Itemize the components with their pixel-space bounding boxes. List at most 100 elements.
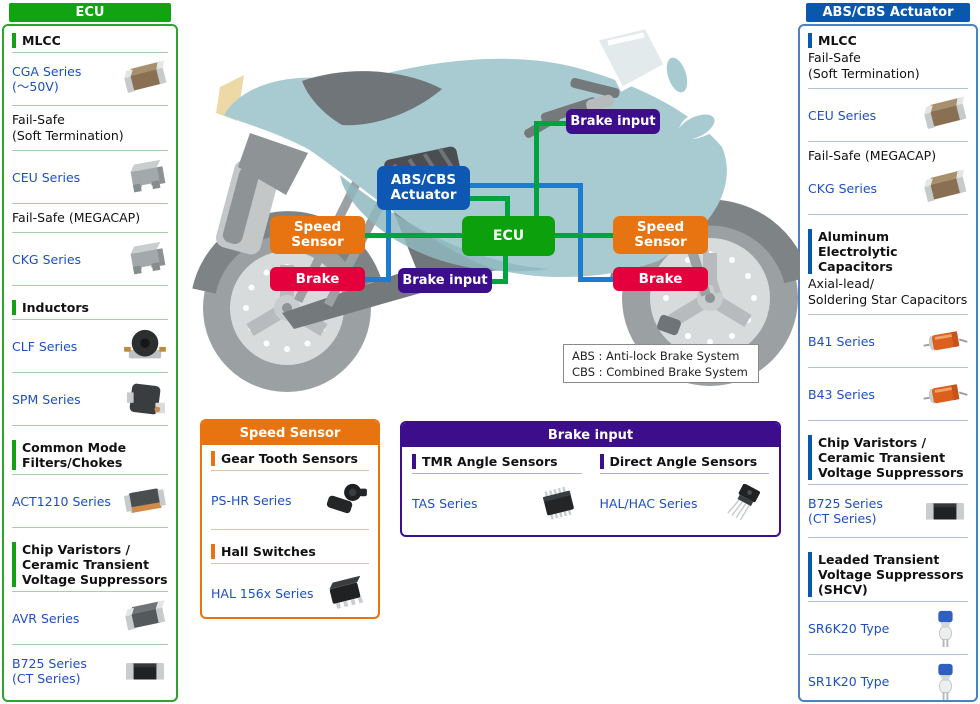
- diagram-box-brake-input-top[interactable]: Brake input: [566, 109, 660, 134]
- square-inductor-icon: [122, 380, 168, 418]
- sr1k20-type-link[interactable]: SR1K20 Type: [808, 673, 890, 689]
- avr-series-link[interactable]: AVR Series: [12, 610, 80, 626]
- leaded-suppressor-icon: [922, 662, 968, 700]
- section-heading-hall-switches: Hall Switches: [211, 544, 369, 559]
- b725-series-link[interactable]: B725 Series (CT Series): [12, 656, 87, 686]
- speed-sensor-panel-header: Speed Sensor: [202, 421, 378, 445]
- fail-safe-soft-termination-label: Fail-Safe (Soft Termination): [808, 50, 920, 81]
- clf-series-link[interactable]: CLF Series: [12, 338, 78, 354]
- axial-electrolytic-icon: [922, 322, 968, 360]
- heading-bar: [12, 300, 16, 315]
- actuator-right-brake-line: [470, 183, 583, 188]
- fail-safe-megacap-label: Fail-Safe (MEGACAP): [808, 148, 937, 163]
- divider: [12, 203, 168, 204]
- section-heading-mlcc: MLCC: [12, 33, 168, 48]
- section-heading-tmr-angle: TMR Angle Sensors: [412, 454, 582, 469]
- speed-sensor-panel: Speed Sensor Gear Tooth Sensors PS-HR Se…: [200, 419, 380, 619]
- ecu-panel-header: ECU: [9, 3, 171, 22]
- heading-bar: [211, 451, 215, 466]
- b725-series-link[interactable]: B725 Series (CT Series): [808, 496, 883, 526]
- abbreviation-note: ABS : Anti-lock Brake System CBS : Combi…: [563, 344, 759, 383]
- gear-tooth-sensor-icon: [323, 481, 369, 519]
- series-row-clf: CLF Series: [12, 324, 168, 368]
- tmr-angle-sensors-column: TMR Angle Sensors TAS Series: [412, 452, 582, 528]
- diagram-box-speed-sensor-left[interactable]: Speed Sensor: [270, 216, 365, 254]
- series-row-sr6k20: SR6K20 Type: [808, 606, 968, 650]
- chip-varistor-icon: [122, 599, 168, 637]
- divider: [12, 150, 168, 151]
- section-heading-mlcc: MLCC: [808, 33, 968, 48]
- ecu-actuator-line: [470, 196, 510, 201]
- divider: [12, 285, 168, 286]
- round-inductor-icon: [122, 327, 168, 365]
- diagram-box-abs-cbs-actuator[interactable]: ABS/CBS Actuator: [377, 166, 470, 210]
- divider: [808, 601, 968, 602]
- ckg-series-link[interactable]: CKG Series: [808, 180, 878, 196]
- series-row-ckg: CKG Series: [12, 237, 168, 281]
- divider: [808, 214, 968, 215]
- cga-series-link[interactable]: CGA Series (〜50V): [12, 64, 82, 94]
- divider: [808, 367, 968, 368]
- series-row-spm: SPM Series: [12, 377, 168, 421]
- divider: [12, 52, 168, 53]
- divider: [808, 88, 968, 89]
- diagram-box-ecu[interactable]: ECU: [462, 216, 555, 256]
- brake-input-panel-header: Brake input: [402, 423, 779, 447]
- ceu-series-link[interactable]: CEU Series: [808, 107, 877, 123]
- divider: [808, 314, 968, 315]
- divider: [12, 372, 168, 373]
- divider: [211, 529, 369, 530]
- divider: [12, 644, 168, 645]
- divider: [12, 232, 168, 233]
- act1210-series-link[interactable]: ACT1210 Series: [12, 493, 111, 509]
- diagram-box-brake-input-bottom[interactable]: Brake input: [398, 268, 492, 293]
- heading-bar: [808, 435, 812, 480]
- heading-bar: [12, 542, 16, 587]
- heading-bar: [211, 544, 215, 559]
- b43-series-link[interactable]: B43 Series: [808, 386, 875, 402]
- ceu-series-link[interactable]: CEU Series: [12, 169, 81, 185]
- b41-series-link[interactable]: B41 Series: [808, 333, 875, 349]
- sr6k20-type-link[interactable]: SR6K20 Type: [808, 620, 890, 636]
- divider: [808, 141, 968, 142]
- hal-hac-series-link[interactable]: HAL/HAC Series: [599, 495, 698, 511]
- ecu-right-speed-sensor-line: [555, 233, 613, 238]
- actuator-left-brake-line: [365, 277, 391, 282]
- series-row-cga: CGA Series (〜50V): [12, 57, 168, 101]
- mlcc-tan-chip-icon: [922, 169, 968, 207]
- section-heading-chip-varistors: Chip Varistors / Ceramic Transient Volta…: [808, 435, 968, 480]
- heading-bar: [599, 454, 604, 469]
- section-heading-aluminum-electrolytic: Aluminum Electrolytic Capacitors: [808, 229, 968, 274]
- divider: [12, 105, 168, 106]
- divider: [12, 474, 168, 475]
- diagram-box-speed-sensor-right[interactable]: Speed Sensor: [613, 216, 708, 254]
- series-row-ps-hr: PS-HR Series: [211, 475, 369, 525]
- divider: [808, 537, 968, 538]
- section-heading-inductors: Inductors: [12, 300, 168, 315]
- hal-156x-series-link[interactable]: HAL 156x Series: [211, 585, 314, 601]
- spm-series-link[interactable]: SPM Series: [12, 391, 81, 407]
- motorcycle-illustration: [192, 25, 800, 392]
- series-row-b43: B43 Series: [808, 372, 968, 416]
- tssop-ic-icon: [536, 484, 582, 522]
- section-heading-direct-angle: Direct Angle Sensors: [599, 454, 770, 469]
- actuator-right-brake-line: [578, 183, 583, 280]
- heading-bar: [808, 552, 812, 597]
- heading-bar: [12, 33, 16, 48]
- section-heading-leaded-suppressors: Leaded Transient Voltage Suppressors (SH…: [808, 552, 968, 597]
- ps-hr-series-link[interactable]: PS-HR Series: [211, 492, 292, 508]
- divider: [12, 527, 168, 528]
- series-row-hal-hac: HAL/HAC Series: [600, 478, 770, 528]
- divider: [12, 591, 168, 592]
- heading-bar: [808, 33, 812, 48]
- tas-series-link[interactable]: TAS Series: [412, 495, 478, 511]
- leaded-suppressor-icon: [922, 609, 968, 647]
- divider: [12, 425, 168, 426]
- divider: [211, 470, 369, 471]
- ecu-top-brake-input-line: [534, 121, 539, 216]
- direct-angle-sensors-column: Direct Angle Sensors HAL/HAC Series: [599, 452, 770, 528]
- divider: [808, 420, 968, 421]
- common-mode-filter-icon: [122, 482, 168, 520]
- actuator-left-brake-line: [386, 210, 391, 282]
- ckg-series-link[interactable]: CKG Series: [12, 251, 82, 267]
